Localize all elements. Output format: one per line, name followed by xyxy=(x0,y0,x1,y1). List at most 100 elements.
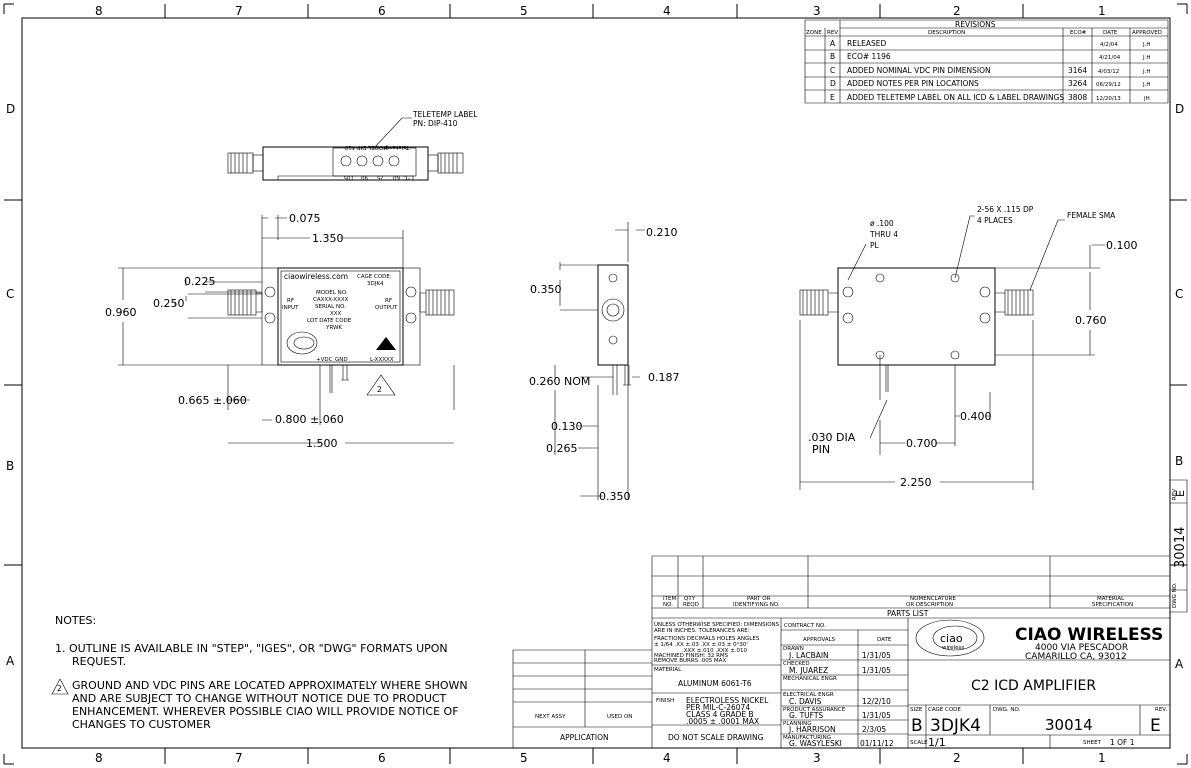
size-value: B xyxy=(911,716,923,736)
tolerance-line: .XXX ±.010 .XXX ±.010 xyxy=(682,648,748,654)
approved: J.H xyxy=(1142,55,1151,61)
teletemp-pn: PN: DIP-410 xyxy=(413,119,458,128)
tolerance-line: FRACTIONS DECIMALS HOLES ANGLES xyxy=(654,636,760,642)
approved: J.H xyxy=(1142,69,1151,75)
label-serial-title: SERIAL NO. xyxy=(315,304,346,310)
name: G. TUFTS xyxy=(789,711,823,720)
desc: ADDED NOTES PER PIN LOCATIONS xyxy=(847,79,979,88)
finish-line: CLASS 4 GRADE B xyxy=(686,710,754,719)
dim-0-250: 0.250 xyxy=(153,297,185,310)
dim-0-760: 0.760 xyxy=(1075,314,1107,327)
zone-col-7-bottom: 7 xyxy=(235,751,243,765)
col-qty-2: REQD xyxy=(683,602,699,608)
company-address-2: CAMARILLO CA, 93012 xyxy=(1025,652,1127,662)
dim-0-800: 0.800 ±.060 xyxy=(275,413,344,426)
zone-col-4-bottom: 4 xyxy=(663,751,671,765)
note-2-line-2: AND ARE SUBJECT TO CHANGE WITHOUT NOTICE… xyxy=(72,692,447,705)
label-vdc: +VDC xyxy=(316,357,333,363)
zone-row-d-right: D xyxy=(1175,102,1184,116)
date: 12/20/13 xyxy=(1096,96,1121,102)
note-2-number: 2 xyxy=(57,684,62,693)
rev: B xyxy=(830,52,835,61)
teletemp-view: °C 60 75 90 105 Telatemp MODEL DIP-410 T… xyxy=(227,110,478,181)
col-approved: APPROVED xyxy=(1132,30,1162,36)
approval-row: DRAWN J. LACBAIN 1/31/05 xyxy=(783,646,891,660)
desc: ADDED TELETEMP LABEL ON ALL ICD & LABEL … xyxy=(847,93,1064,102)
tolerance-line: ± 1/64 .XX ±.03 .XX ±.03 ± 0°30' xyxy=(654,642,748,648)
dim-0-130: 0.130 xyxy=(551,420,583,433)
date: 12/2/10 xyxy=(862,697,891,706)
scale-label: SCALE xyxy=(910,740,928,746)
eco: 3808 xyxy=(1068,93,1087,102)
zone-col-6: 6 xyxy=(378,4,386,18)
zone-col-8: 8 xyxy=(95,4,103,18)
date: 1/31/05 xyxy=(862,666,891,675)
application-label: APPLICATION xyxy=(560,733,609,742)
hole-pl-callout: PL xyxy=(870,241,880,250)
col-eco: ECO# xyxy=(1070,30,1087,36)
finish-label: FINISH xyxy=(656,698,674,704)
zone-col-5: 5 xyxy=(520,4,528,18)
side-view: 0.210 0.350 0.260 NOM 0.187 0.130 0.265 … xyxy=(529,222,680,503)
contract-no-label: CONTRACT NO. xyxy=(784,623,826,629)
col-item-2: NO. xyxy=(663,602,673,608)
rev-value: E xyxy=(1150,716,1161,736)
finish-line: PER MIL-C-26074 xyxy=(686,703,750,712)
label-lot-title: LOT DATE CODE xyxy=(307,318,352,324)
rev: C xyxy=(830,66,835,75)
zone-row-a-right: A xyxy=(1175,657,1184,671)
strip-dwg-label: DWG NO. xyxy=(1172,582,1178,608)
col-nomenclature: NOMENCLATURE xyxy=(910,596,956,602)
zone-col-5-bottom: 5 xyxy=(520,751,528,765)
note-2-line-4: CHANGES TO CUSTOMER xyxy=(72,718,211,731)
name: J. LACBAIN xyxy=(788,651,829,660)
zone-col-3-bottom: 3 xyxy=(813,751,821,765)
role: MECHANICAL ENGR xyxy=(783,676,837,682)
zone-row-c-right: C xyxy=(1175,287,1183,301)
temp-105: 105 xyxy=(343,174,354,180)
rev: D xyxy=(830,79,836,88)
col-material: MATERIAL xyxy=(1097,596,1125,602)
col-part-2: IDENTIFYING NO. xyxy=(733,602,780,608)
date: 4/21/04 xyxy=(1099,55,1121,61)
parts-list-title: PARTS LIST xyxy=(887,609,929,618)
zone-col-2-bottom: 2 xyxy=(953,751,961,765)
desc: RELEASED xyxy=(847,39,886,48)
approval-row: MECHANICAL ENGR xyxy=(783,676,837,682)
zone-col-4: 4 xyxy=(663,4,671,18)
note-1-line-1: 1. OUTLINE IS AVAILABLE IN "STEP", "IGES… xyxy=(55,642,448,655)
desc: ECO# 1196 xyxy=(847,52,891,61)
name: G. WASYLESKI xyxy=(789,739,842,748)
col-qty: QTY xyxy=(684,596,696,602)
sheet-value: 1 OF 1 xyxy=(1110,738,1135,747)
dim-0-350-width: 0.350 xyxy=(599,490,631,503)
revisions-title: REVISIONS xyxy=(955,20,996,29)
teletemp-model: MODEL DIP-410 xyxy=(344,144,388,150)
zone-col-1: 1 xyxy=(1098,4,1106,18)
tolerance-line: UNLESS OTHERWISE SPECIFIED: DIMENSIONS xyxy=(654,622,780,628)
dim-0-187: 0.187 xyxy=(648,371,680,384)
col-zone: ZONE xyxy=(806,30,822,36)
finish-line: .0005 ± .0001 MAX xyxy=(686,717,759,726)
label-website: ciaowireless.com xyxy=(284,272,348,281)
dim-0-210: 0.210 xyxy=(646,226,678,239)
material-label: MATERIAL xyxy=(654,667,682,673)
material-value: ALUMINUM 6061-T6 xyxy=(678,679,752,688)
dwg-no-label: DWG. NO. xyxy=(993,707,1021,713)
desc: ADDED NOMINAL VDC PIN DIMENSION xyxy=(847,66,991,75)
zone-col-8-bottom: 8 xyxy=(95,751,103,765)
note-2-line-1: GROUND AND VDC PINS ARE LOCATED APPROXIM… xyxy=(72,679,468,692)
temp-unit: °C xyxy=(403,174,410,180)
zone-row-d: D xyxy=(6,102,15,116)
date: 4/03/12 xyxy=(1098,69,1119,75)
next-assy-label: NEXT ASSY xyxy=(535,714,566,720)
drawing-title: C2 ICD AMPLIFIER xyxy=(971,678,1096,694)
approvals-date-header: DATE xyxy=(877,637,892,643)
dim-1-500: 1.500 xyxy=(306,437,338,450)
approved: J.H xyxy=(1142,42,1151,48)
role: PLANNING xyxy=(783,721,812,727)
label-rf-input-2: INPUT xyxy=(282,305,299,311)
label-model-title: MODEL NO. xyxy=(316,290,348,296)
title-block: ITEM NO. QTY REQD PART OR IDENTIFYING NO… xyxy=(651,555,1170,749)
role: PRODUCT ASSURANCE xyxy=(783,707,846,713)
